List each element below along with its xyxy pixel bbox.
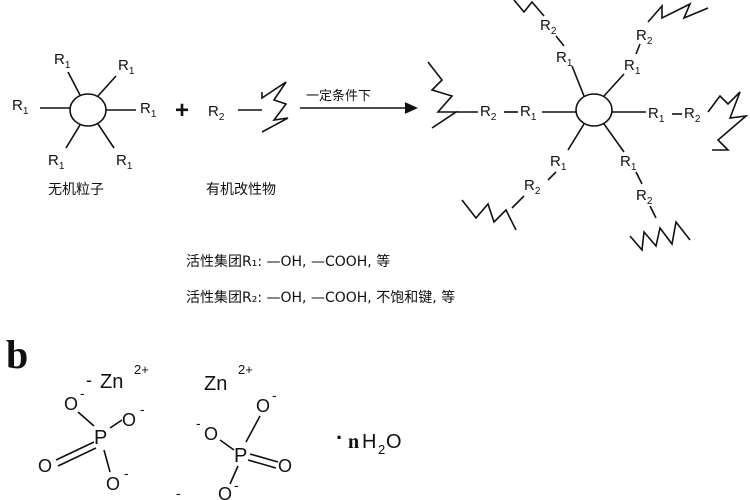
bond (571, 65, 585, 97)
note-r2: 活性集团R₂: —OH, —COOH, 不饱和键, 等 (186, 289, 455, 306)
bond (65, 124, 81, 149)
oxygen-label: O (256, 396, 270, 416)
note-r1: 活性集团R₁: —OH, —COOH, 等 (186, 253, 390, 270)
r1-label: R1 (54, 51, 71, 71)
r1-label: R1 (520, 103, 537, 123)
modified-particle-group: R2 R1 R1 R2 R1 R2 R1 R2 R1 R2 R1 R2 (427, 0, 749, 252)
r2-label: R2 (524, 177, 541, 197)
r2-label: R2 (540, 17, 557, 37)
r1-label: R1 (550, 153, 567, 173)
bond (97, 123, 115, 149)
organic-modifier-group: R2 有机改性物 (206, 81, 289, 198)
bond (547, 171, 557, 181)
phosphorus-label: P (234, 445, 247, 467)
zinc-label: Zn (204, 373, 227, 395)
r1-label: R1 (116, 152, 133, 172)
bond (103, 449, 111, 473)
r1-label: R1 (140, 100, 157, 120)
polymer-chain (461, 199, 517, 231)
minus-sign: - (86, 370, 92, 390)
phosphate-group-left: - Zn 2+ O - P O - O O - (38, 362, 149, 494)
bond (229, 465, 239, 485)
minus-sign: - (80, 385, 85, 401)
minus-sign: - (196, 415, 201, 431)
panel-label: b (6, 332, 28, 377)
polymer-chain (707, 91, 749, 151)
minus-sign: - (234, 477, 239, 493)
oxygen-label: O (278, 456, 292, 476)
bond (511, 195, 525, 209)
r2-label: R2 (636, 27, 653, 47)
r2-label: R2 (636, 187, 653, 207)
r2-label: R2 (684, 105, 701, 125)
bond (77, 411, 95, 427)
polymer-chain (513, 0, 545, 17)
reaction-condition: 一定条件下 (306, 88, 371, 104)
double-bond (55, 441, 95, 461)
r1-label: R1 (648, 105, 665, 125)
hydrate-dot: · (336, 425, 343, 450)
double-bond (249, 453, 279, 463)
hydrate-n: n (348, 431, 359, 453)
bond (219, 439, 235, 451)
r1-label: R1 (620, 153, 637, 173)
bond (635, 43, 641, 55)
minus-sign: - (140, 401, 145, 417)
minus-sign: - (272, 387, 277, 403)
zinc-label: Zn (100, 371, 123, 393)
hydrate-h: H (362, 431, 376, 453)
bond (97, 75, 117, 97)
minus-sign: - (124, 465, 129, 481)
oxygen-label: O (204, 424, 218, 444)
reaction-arrow-group: 一定条件下 (300, 88, 418, 114)
polymer-chain (629, 220, 691, 252)
organic-modifier-label: 有机改性物 (206, 182, 276, 198)
oxygen-label: O (64, 394, 78, 414)
double-bond (57, 447, 97, 467)
bond (567, 123, 585, 151)
modified-particle (575, 93, 613, 127)
hydrate-o: O (386, 431, 402, 453)
minus-sign: - (176, 485, 181, 500)
bond (245, 415, 261, 443)
zinc-charge: 2+ (134, 362, 149, 377)
phosphorus-label: P (94, 427, 107, 449)
polymer-chain (647, 2, 709, 23)
r1-label: R1 (118, 57, 135, 77)
double-bond (247, 459, 277, 469)
hydrate-subscript: 2 (378, 442, 385, 457)
oxygen-label: O (106, 474, 120, 494)
oxygen-label: O (218, 484, 232, 500)
r1-label: R1 (12, 97, 29, 117)
r2-label: R2 (208, 103, 225, 123)
bond (635, 171, 643, 185)
r1-label: R1 (624, 57, 641, 77)
bond (603, 73, 625, 97)
arrowhead (404, 102, 418, 114)
zinc-charge: 2+ (238, 362, 253, 377)
bond (67, 71, 81, 96)
phosphate-group-right: Zn 2+ O - - O P O - O - (176, 362, 292, 500)
inorganic-particle-group: R1 R1 R1 R1 R1 R1 无机粒子 (12, 51, 157, 198)
bond (603, 123, 625, 153)
oxygen-label: O (38, 456, 52, 476)
r1-label: R1 (556, 49, 573, 69)
oxygen-label: O (122, 410, 136, 430)
inorganic-particle-label: 无机粒子 (48, 182, 104, 198)
hydrate-formula: · n H 2 O (336, 425, 402, 457)
plus-sign: + (175, 97, 189, 124)
bond (555, 35, 565, 47)
r2-label: R2 (480, 103, 497, 123)
bond (649, 205, 657, 219)
inorganic-particle (69, 93, 107, 127)
polymer-chain (427, 61, 459, 129)
polymer-chain (261, 81, 289, 133)
bond (109, 419, 123, 429)
r1-label: R1 (48, 152, 65, 172)
